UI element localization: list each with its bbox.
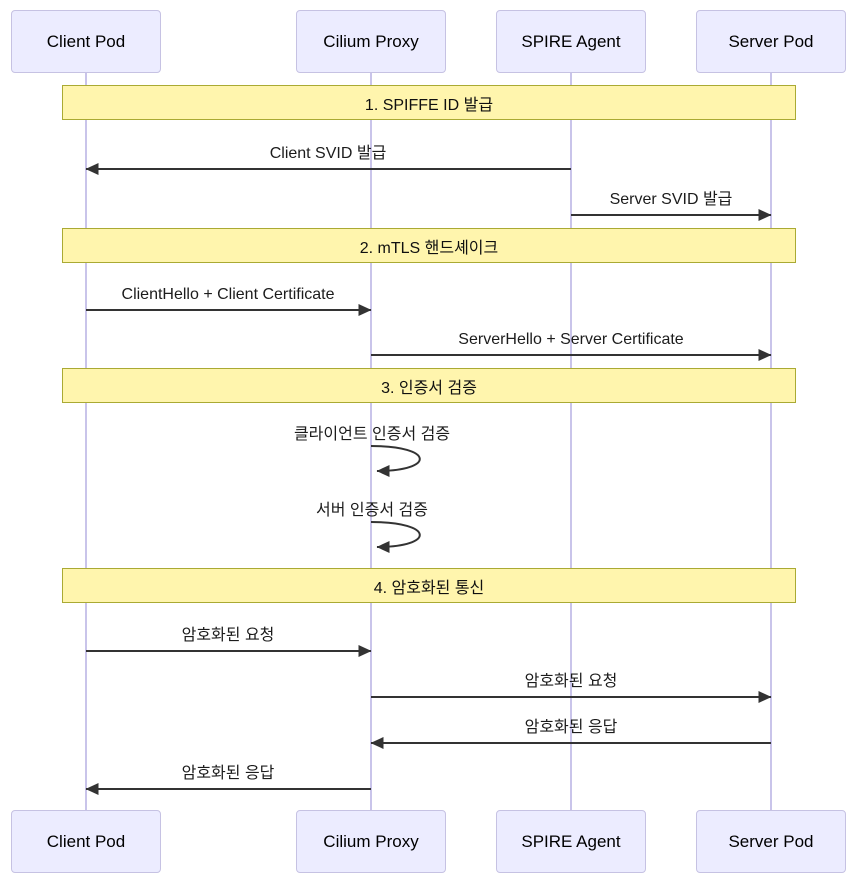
section-label: 1. SPIFFE ID 발급 xyxy=(364,96,494,114)
actor-top-cilium-proxy: Cilium Proxy xyxy=(296,10,446,73)
message-label-server-cert-verify: 서버 인증서 검증 xyxy=(316,502,428,519)
actor-top-client-pod: Client Pod xyxy=(11,10,161,73)
section-banner-encrypted-comm: 4. 암호화된 통신 xyxy=(62,568,796,603)
section-label: 3. 인증서 검증 xyxy=(381,379,477,397)
message-label-client-svid: Client SVID 발급 xyxy=(269,145,387,162)
actor-label: Client Pod xyxy=(46,31,126,51)
actor-label: Cilium Proxy xyxy=(323,31,419,51)
message-label-server-svid: Server SVID 발급 xyxy=(609,191,733,208)
message-label-encrypted-response-2: 암호화된 응답 xyxy=(181,765,275,782)
section-banner-cert-verify: 3. 인증서 검증 xyxy=(62,368,796,403)
actor-bottom-server-pod: Server Pod xyxy=(696,810,846,873)
lifeline-spire-agent xyxy=(570,73,572,810)
actor-label: Server Pod xyxy=(728,831,814,851)
section-banner-spiffe-id: 1. SPIFFE ID 발급 xyxy=(62,85,796,120)
message-label-server-hello: ServerHello + Server Certificate xyxy=(458,331,684,348)
lifeline-client-pod xyxy=(85,73,87,810)
message-label-encrypted-response-1: 암호화된 응답 xyxy=(524,719,618,736)
message-label-client-cert-verify: 클라이언트 인증서 검증 xyxy=(293,426,451,443)
actor-top-spire-agent: SPIRE Agent xyxy=(496,10,646,73)
actor-bottom-client-pod: Client Pod xyxy=(11,810,161,873)
self-loop-server-cert-verify xyxy=(370,521,421,553)
section-label: 4. 암호화된 통신 xyxy=(373,579,485,597)
actor-bottom-cilium-proxy: Cilium Proxy xyxy=(296,810,446,873)
actor-bottom-spire-agent: SPIRE Agent xyxy=(496,810,646,873)
actor-label: Server Pod xyxy=(728,31,814,51)
message-label-encrypted-request-2: 암호화된 요청 xyxy=(524,673,618,690)
actor-label: SPIRE Agent xyxy=(521,31,621,51)
lifeline-cilium-proxy xyxy=(370,73,372,810)
message-label-encrypted-request-1: 암호화된 요청 xyxy=(181,627,275,644)
actor-label: SPIRE Agent xyxy=(521,831,621,851)
self-loop-client-cert-verify xyxy=(370,445,421,477)
actor-label: Cilium Proxy xyxy=(323,831,419,851)
section-label: 2. mTLS 핸드셰이크 xyxy=(359,239,499,257)
actor-label: Client Pod xyxy=(46,831,126,851)
lifeline-server-pod xyxy=(770,73,772,810)
actor-top-server-pod: Server Pod xyxy=(696,10,846,73)
message-label-client-hello: ClientHello + Client Certificate xyxy=(121,286,335,303)
section-banner-mtls-handshake: 2. mTLS 핸드셰이크 xyxy=(62,228,796,263)
